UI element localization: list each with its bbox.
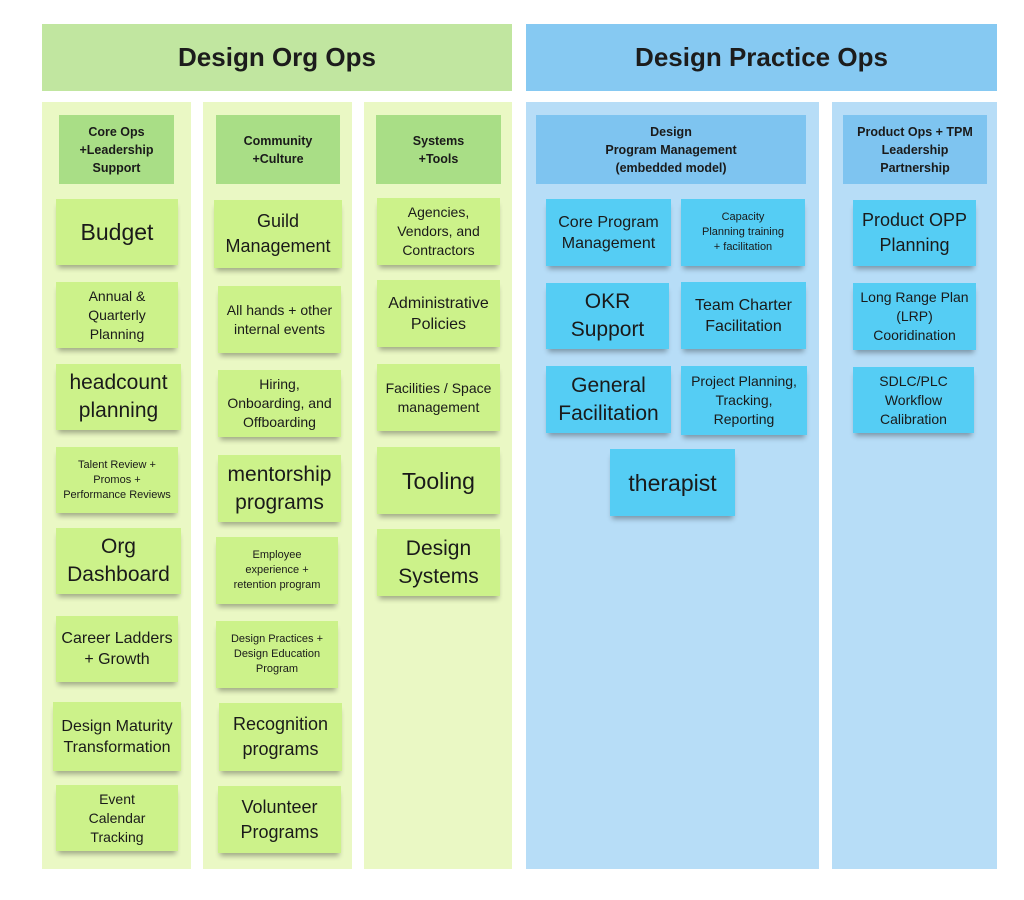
sticky-note: mentorship programs — [218, 455, 341, 522]
sticky-note: Hiring, Onboarding, and Offboarding — [218, 370, 341, 437]
sticky-note: Agencies, Vendors, and Contractors — [377, 198, 500, 265]
sticky-note: Tooling — [377, 447, 500, 514]
sticky-note: Employee experience + retention program — [216, 537, 338, 604]
sticky-note: Product OPP Planning — [853, 200, 976, 266]
sticky-note: Administrative Policies — [377, 280, 500, 347]
sticky-note: Capacity Planning training + facilitatio… — [681, 199, 805, 266]
column-header-community-culture: Community +Culture — [216, 115, 340, 184]
sticky-note: Volunteer Programs — [218, 786, 341, 853]
design-practice-ops-banner: Design Practice Ops — [526, 24, 997, 91]
sticky-note: Guild Management — [214, 200, 342, 268]
sticky-note: SDLC/PLC Workflow Calibration — [853, 367, 974, 433]
sticky-note: Career Ladders + Growth — [56, 616, 178, 682]
sticky-note: Facilities / Space management — [377, 364, 500, 431]
column-header-systems-tools: Systems +Tools — [376, 115, 501, 184]
sticky-note: Long Range Plan (LRP) Cooridination — [853, 283, 976, 350]
sticky-note: All hands + other internal events — [218, 286, 341, 353]
sticky-note: headcount planning — [56, 364, 181, 430]
sticky-note: Org Dashboard — [56, 528, 181, 594]
column-header-product-ops-tpm: Product Ops + TPM Leadership Partnership — [843, 115, 987, 184]
column-header-core-ops: Core Ops +Leadership Support — [59, 115, 174, 184]
design-org-ops-banner: Design Org Ops — [42, 24, 512, 91]
sticky-note: Design Practices + Design Education Prog… — [216, 621, 338, 688]
sticky-note: Annual & Quarterly Planning — [56, 282, 178, 348]
column-header-design-program-management: Design Program Management (embedded mode… — [536, 115, 806, 184]
sticky-note: Design Maturity Transformation — [53, 702, 181, 771]
sticky-note: Event Calendar Tracking — [56, 785, 178, 851]
sticky-note: Core Program Management — [546, 199, 671, 266]
sticky-note: Recognition programs — [219, 703, 342, 771]
sticky-note: Budget — [56, 199, 178, 265]
sticky-note: Design Systems — [377, 529, 500, 596]
sticky-note: General Facilitation — [546, 366, 671, 433]
sticky-note: Talent Review + Promos + Performance Rev… — [56, 447, 178, 513]
sticky-note: Team Charter Facilitation — [681, 282, 806, 349]
sticky-note: Project Planning, Tracking, Reporting — [681, 366, 807, 435]
sticky-note: OKR Support — [546, 283, 669, 349]
sticky-note: therapist — [610, 449, 735, 516]
